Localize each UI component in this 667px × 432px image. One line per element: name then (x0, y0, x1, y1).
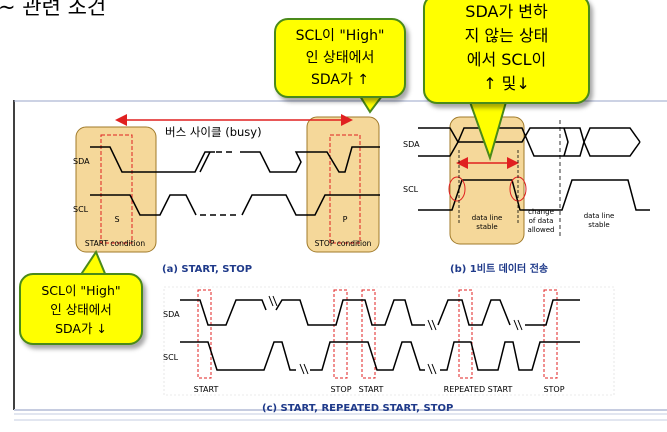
left-callout-line3: SDA가 ↓ (55, 321, 107, 336)
top-big-callout-line3: 에서 SCL이 (466, 50, 547, 69)
scl-waveform-b (418, 179, 650, 211)
scl-waveform-a (90, 194, 380, 216)
top-big-callout-line2: 지 않는 상태 (464, 26, 549, 45)
start-condition-label: START condition (85, 239, 145, 248)
change-label-line3: allowed (528, 226, 555, 234)
top-mid-callout: SCL이 "High" 인 상태에서 SDA가 ↑ (274, 18, 406, 98)
break-mark-1 (268, 295, 278, 307)
top-big-callout-line1: SDA가 변하 (465, 2, 548, 21)
sda-waveform-a (90, 146, 380, 173)
header-fragment: ~ 관련 조건 (0, 0, 106, 19)
caption-a: (a) START, STOP (162, 264, 252, 275)
scl-label-c: SCL (163, 353, 179, 362)
stop-marker: P (343, 215, 348, 224)
label-stop2-c: STOP (543, 385, 564, 394)
left-callout: SCL이 "High" 인 상태에서 SDA가 ↓ (19, 273, 143, 345)
change-label-line1: change (528, 208, 554, 216)
sda-label-b: SDA (403, 140, 420, 149)
top-mid-callout-line1: SCL이 "High" (295, 28, 385, 44)
sda-right-b (583, 127, 641, 157)
bus-cycle-label: 버스 사이클 (busy) (165, 125, 262, 139)
stable-label-line1: data line (472, 214, 503, 222)
stop-condition-label: STOP condition (315, 239, 372, 248)
break-mark-3 (427, 319, 437, 331)
top-big-callout-line4: ↑ 및↓ (483, 74, 530, 93)
diagram-c: SDA SCL START STOP START REPEATED START … (163, 286, 615, 414)
stop-box-c (333, 289, 348, 379)
top-mid-callout-line2: 인 상태에서 (305, 50, 375, 66)
stop-highlight (306, 116, 380, 253)
label-start2-c: START (359, 385, 384, 394)
stop-dashed-box (329, 134, 361, 244)
scl-rise-circle (448, 176, 466, 202)
break-mark-2 (299, 363, 309, 375)
break-mark-4 (427, 363, 437, 375)
start-marker: S (114, 215, 119, 224)
sda-cross-a (199, 151, 211, 173)
scl-label-a: SCL (73, 205, 89, 214)
label-stop-c: STOP (330, 385, 351, 394)
top-big-callout: SDA가 변하 지 않는 상태 에서 SCL이 ↑ 및↓ (423, 0, 590, 104)
stop2-box-c (543, 289, 558, 379)
diagram-a: 버스 사이클 (busy) SDA SCL S P START conditio… (73, 114, 380, 275)
sda-label-a: SDA (73, 157, 90, 166)
repeated-start-box-c (458, 289, 473, 379)
stable-label2-line2: stable (588, 221, 609, 229)
scl-label-b: SCL (403, 185, 419, 194)
change-label-line2: of data (529, 217, 554, 225)
panel-c-frame (163, 286, 615, 396)
sda-waveform-c (180, 299, 580, 326)
start2-box-c (361, 289, 376, 379)
top-mid-callout-tail (358, 95, 384, 114)
caption-b: (b) 1비트 데이터 전송 (450, 262, 548, 275)
diagram-b: SDA SCL data line stable change of data … (403, 116, 650, 275)
stable-label2-line1: data line (584, 212, 615, 220)
start-box-c (197, 289, 212, 379)
start-dashed-box (100, 134, 133, 244)
label-repeated-start-c: REPEATED START (444, 385, 513, 394)
left-callout-line2: 인 상태에서 (50, 302, 112, 317)
stable-label-line2: stable (476, 223, 497, 231)
break-mark-5 (513, 319, 523, 331)
scl-waveform-c (180, 341, 580, 371)
sda-label-c: SDA (163, 310, 180, 319)
start-highlight (75, 126, 157, 253)
left-callout-line1: SCL이 "High" (41, 283, 121, 298)
label-start-c: START (194, 385, 219, 394)
caption-c: (c) START, REPEATED START, STOP (262, 403, 453, 414)
sda-cross-b (563, 127, 585, 157)
top-mid-callout-line3: SDA가 ↑ (310, 72, 370, 88)
